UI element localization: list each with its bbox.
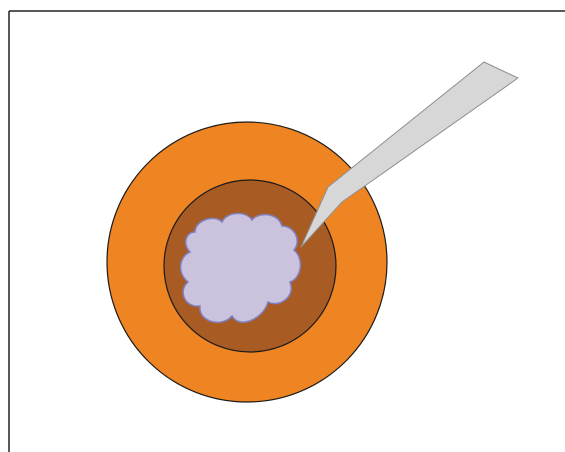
diagram-stage (0, 0, 565, 452)
target-probe-diagram (0, 0, 565, 452)
